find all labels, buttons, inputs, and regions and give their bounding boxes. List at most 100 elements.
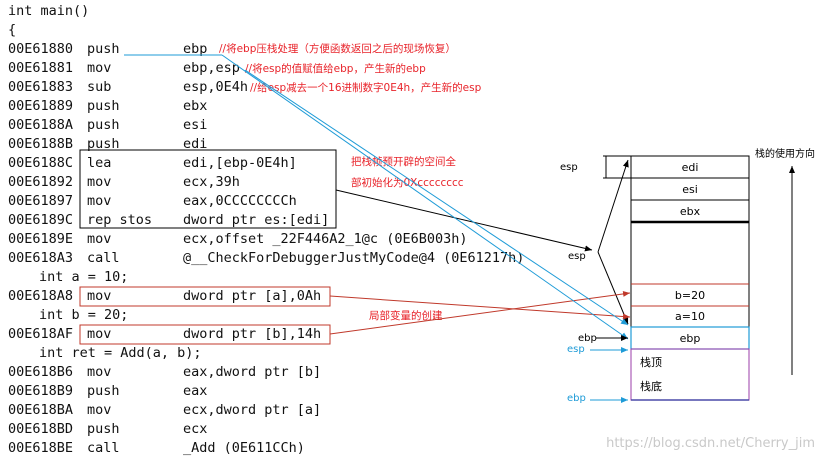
mov-a-arrow bbox=[329, 295, 631, 320]
instruction-operands: ecx,offset _22F446A2_1@c (0E6B003h) bbox=[183, 231, 468, 247]
instruction-opcode: call bbox=[87, 250, 120, 266]
instruction-operands: ecx,39h bbox=[183, 174, 240, 190]
stack-cell: edi bbox=[681, 161, 699, 174]
stack-cell: 栈底 bbox=[640, 380, 662, 393]
label-esp-blue: esp bbox=[567, 344, 585, 355]
instruction-opcode: push bbox=[87, 421, 120, 437]
source-statement: int a = 10; bbox=[39, 269, 129, 285]
instruction-address: 00E6188B bbox=[8, 136, 74, 152]
instruction-opcode: lea bbox=[87, 155, 112, 171]
instruction-opcode: mov bbox=[87, 193, 112, 209]
instruction-opcode: mov bbox=[87, 364, 112, 380]
stack-frame bbox=[630, 155, 750, 401]
instruction-operands: ecx bbox=[183, 421, 208, 437]
instruction-opcode: push bbox=[87, 117, 120, 133]
instruction-address: 00E618BE bbox=[8, 440, 74, 456]
instruction-address: 00E6189C bbox=[8, 212, 74, 228]
asm-line: 00E61892 mov ecx,39h bbox=[8, 173, 240, 192]
init-arrow bbox=[335, 189, 593, 252]
stack-cell: ebx bbox=[679, 205, 701, 218]
instruction-opcode: push bbox=[87, 383, 120, 399]
asm-line: 00E6188A push esi bbox=[8, 116, 207, 135]
asm-line: 00E61889 push ebx bbox=[8, 97, 207, 116]
asm-line: 00E6188C lea edi,[ebp-0E4h] bbox=[8, 154, 297, 173]
instruction-operands: ecx,dword ptr [a] bbox=[183, 402, 322, 418]
annotation-init-line1: 把栈帧预开辟的空间全 bbox=[351, 156, 456, 168]
instruction-address: 00E6188C bbox=[8, 155, 74, 171]
asm-line: 00E618BA mov ecx,dword ptr [a] bbox=[8, 401, 321, 420]
asm-line: 00E61897 mov eax,0CCCCCCCCh bbox=[8, 192, 297, 211]
instruction-address: 00E61883 bbox=[8, 79, 74, 95]
stack-cell: 栈顶 bbox=[640, 356, 662, 369]
code-header-line: int main() bbox=[8, 3, 90, 19]
source-line: int ret = Add(a, b); bbox=[8, 344, 202, 363]
annotation-locals: 局部变量的创建 bbox=[369, 310, 443, 322]
source-statement: int ret = Add(a, b); bbox=[39, 345, 202, 361]
instruction-operands: edi,[ebp-0E4h] bbox=[183, 155, 297, 171]
instruction-address: 00E61889 bbox=[8, 98, 74, 114]
label-ebp-blue: ebp bbox=[567, 393, 586, 404]
instruction-operands: esi bbox=[183, 117, 208, 133]
source-line: int a = 10; bbox=[8, 268, 128, 287]
esp-mid-arrow-down bbox=[597, 251, 629, 325]
instruction-address: 00E61897 bbox=[8, 193, 74, 209]
annotation-mov-ebp-esp: //将esp的值赋值给ebp，产生新的ebp bbox=[245, 63, 426, 75]
instruction-opcode: mov bbox=[87, 60, 112, 76]
instruction-opcode: mov bbox=[87, 231, 112, 247]
instruction-address: 00E618B6 bbox=[8, 364, 74, 380]
instruction-address: 00E618B9 bbox=[8, 383, 74, 399]
label-ebp-old: ebp bbox=[578, 333, 597, 344]
instruction-address: 00E618A8 bbox=[8, 288, 74, 304]
instruction-address: 00E6189E bbox=[8, 231, 74, 247]
instruction-operands: @__CheckForDebuggerJustMyCode@4 (0E61217… bbox=[183, 250, 525, 266]
instruction-address: 00E61892 bbox=[8, 174, 74, 190]
instruction-operands: edi bbox=[183, 136, 208, 152]
annotation-init-line2: 部初始化为0Xcccccccc bbox=[351, 177, 464, 189]
stack-direction-label: 栈的使用方向 bbox=[755, 149, 815, 160]
instruction-operands: _Add (0E611CCh) bbox=[183, 440, 305, 456]
instruction-opcode: sub bbox=[87, 79, 112, 95]
asm-line: 00E618BE call _Add (0E611CCh) bbox=[8, 439, 305, 458]
instruction-address: 00E618AF bbox=[8, 326, 74, 342]
source-line: int b = 20; bbox=[8, 306, 128, 325]
instruction-opcode: call bbox=[87, 440, 120, 456]
instruction-opcode: push bbox=[87, 41, 120, 57]
instruction-opcode: push bbox=[87, 98, 120, 114]
instruction-opcode: rep stos bbox=[87, 212, 153, 228]
push-ebp-arrow bbox=[221, 54, 629, 340]
instruction-operands: ebp,esp bbox=[183, 60, 240, 76]
instruction-operands: eax,0CCCCCCCCh bbox=[183, 193, 297, 209]
label-esp-mid: esp bbox=[568, 251, 586, 262]
mov-ebp-arrow bbox=[244, 69, 629, 326]
instruction-operands: ebx bbox=[183, 98, 208, 114]
mov-b-arrow bbox=[329, 290, 631, 335]
instruction-address: 00E618BA bbox=[8, 402, 74, 418]
stack-cell: b=20 bbox=[674, 289, 706, 302]
instruction-address: 00E6188A bbox=[8, 117, 74, 133]
label-esp-top: esp bbox=[560, 162, 578, 173]
esp-mid-arrow-up bbox=[597, 159, 629, 253]
instruction-opcode: mov bbox=[87, 402, 112, 418]
instruction-address: 00E618A3 bbox=[8, 250, 74, 266]
stack-cell: esi bbox=[682, 183, 698, 196]
instruction-opcode: mov bbox=[87, 326, 112, 342]
annotation-sub-esp: //给esp减去一个16进制数字0E4h，产生新的esp bbox=[250, 82, 482, 94]
instruction-opcode: mov bbox=[87, 288, 112, 304]
stack-cell: a=10 bbox=[675, 310, 705, 323]
instruction-operands: eax,dword ptr [b] bbox=[183, 364, 322, 380]
instruction-opcode: mov bbox=[87, 174, 112, 190]
asm-line: 00E618B9 push eax bbox=[8, 382, 207, 401]
instruction-operands: eax bbox=[183, 383, 208, 399]
asm-line: 00E6189E mov ecx,offset _22F446A2_1@c (0E6… bbox=[8, 230, 467, 249]
instruction-address: 00E61880 bbox=[8, 41, 74, 57]
instruction-operands: dword ptr [b],14h bbox=[183, 326, 322, 342]
